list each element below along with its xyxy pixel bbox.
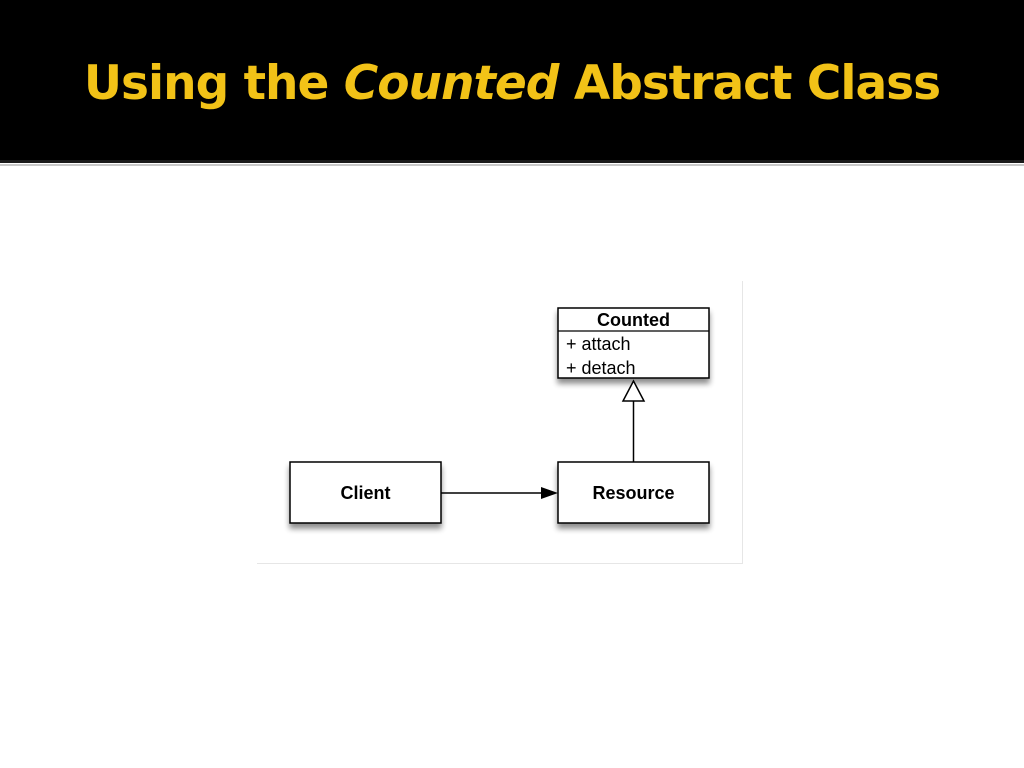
title-italic-word: Counted xyxy=(343,56,560,111)
header-divider-light xyxy=(0,164,1024,166)
association-arrow xyxy=(441,487,558,499)
header-divider-dark xyxy=(0,160,1024,163)
uml-diagram: Counted + attach + detach Client Resourc… xyxy=(257,281,743,564)
uml-diagram-canvas: Counted + attach + detach Client Resourc… xyxy=(289,307,710,524)
generalization-arrow xyxy=(621,379,646,462)
title-text-end: Abstract Class xyxy=(558,56,941,111)
client-class-frame xyxy=(289,461,442,524)
title-bar: Using the Counted Abstract Class xyxy=(0,0,1024,160)
client-class-name: Client xyxy=(340,483,390,503)
hollow-triangle-arrowhead xyxy=(621,379,646,402)
resource-class-name: Resource xyxy=(592,483,674,503)
client-class-box: Client xyxy=(289,461,442,524)
counted-class-frame xyxy=(557,307,710,379)
title-text-start: Using the xyxy=(83,56,344,111)
resource-class-box: Resource xyxy=(557,461,710,524)
counted-class-name: Counted xyxy=(597,310,670,330)
slide-title: Using the Counted Abstract Class xyxy=(0,56,1024,111)
filled-arrowhead xyxy=(541,487,558,499)
resource-class-frame xyxy=(557,461,710,524)
counted-class-box: Counted + attach + detach xyxy=(557,307,710,379)
counted-method-attach: + attach xyxy=(566,334,631,354)
counted-method-detach: + detach xyxy=(566,358,636,378)
